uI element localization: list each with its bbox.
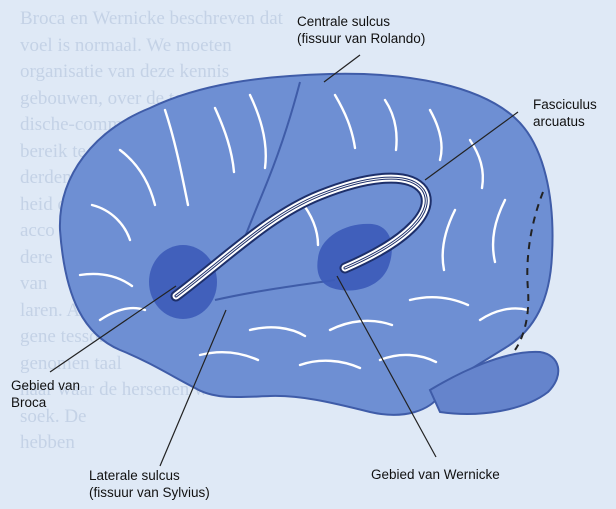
- lateral-sulcus-label: Laterale sulcus (fissuur van Sylvius): [89, 467, 210, 501]
- fasciculus-arcuatus-label: Fasciculus arcuatus: [533, 96, 597, 130]
- wernicke-label: Gebied van Wernicke: [371, 466, 500, 483]
- broca-area: [149, 245, 217, 319]
- broca-label: Gebied van Broca: [11, 377, 80, 411]
- central-sulcus-label: Centrale sulcus (fissuur van Rolando): [297, 13, 425, 47]
